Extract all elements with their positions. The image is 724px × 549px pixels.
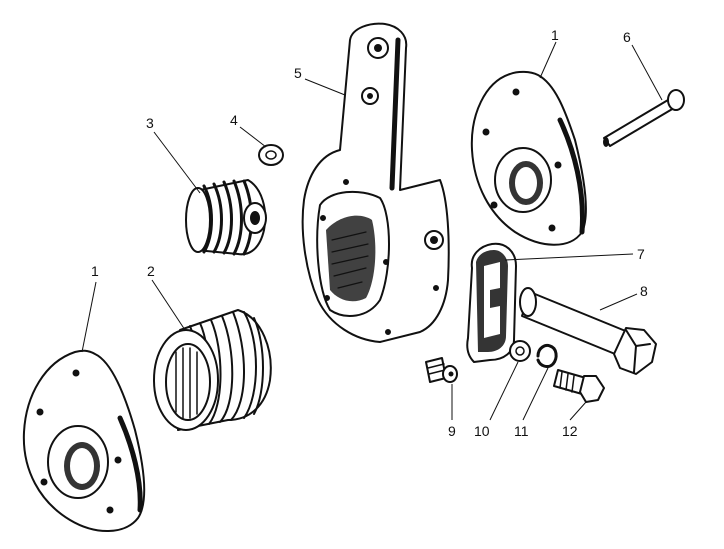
spring-washer (536, 344, 558, 369)
callout-3: 3 (146, 115, 154, 131)
callout-5: 5 (294, 65, 302, 81)
callout-9: 9 (448, 423, 456, 439)
callout-6: 6 (623, 29, 631, 45)
lock-plate (466, 242, 517, 363)
callout-2: 2 (147, 263, 155, 279)
callout-1-upper: 1 (551, 27, 559, 43)
leader-lines (81, 41, 663, 421)
worm (185, 179, 267, 256)
side-plate-upper (470, 70, 587, 246)
callout-numbers: 1 1 2 3 4 5 6 7 8 9 10 11 12 (91, 27, 648, 439)
long-pin (603, 89, 685, 147)
callout-8: 8 (640, 283, 648, 299)
side-plate-lower (22, 349, 146, 532)
adjuster-lever-body (301, 22, 450, 343)
splined-worm-gear (153, 309, 272, 431)
callout-12: 12 (562, 423, 578, 439)
callout-4: 4 (230, 112, 238, 128)
small-washer (258, 144, 284, 166)
grease-fitting (425, 357, 458, 383)
flat-washer (509, 340, 531, 362)
hex-bolt (519, 287, 657, 375)
callout-1-lower: 1 (91, 263, 99, 279)
callout-7: 7 (637, 246, 645, 262)
small-bolt (553, 369, 605, 403)
callout-10: 10 (474, 423, 490, 439)
callout-11: 11 (514, 423, 529, 439)
